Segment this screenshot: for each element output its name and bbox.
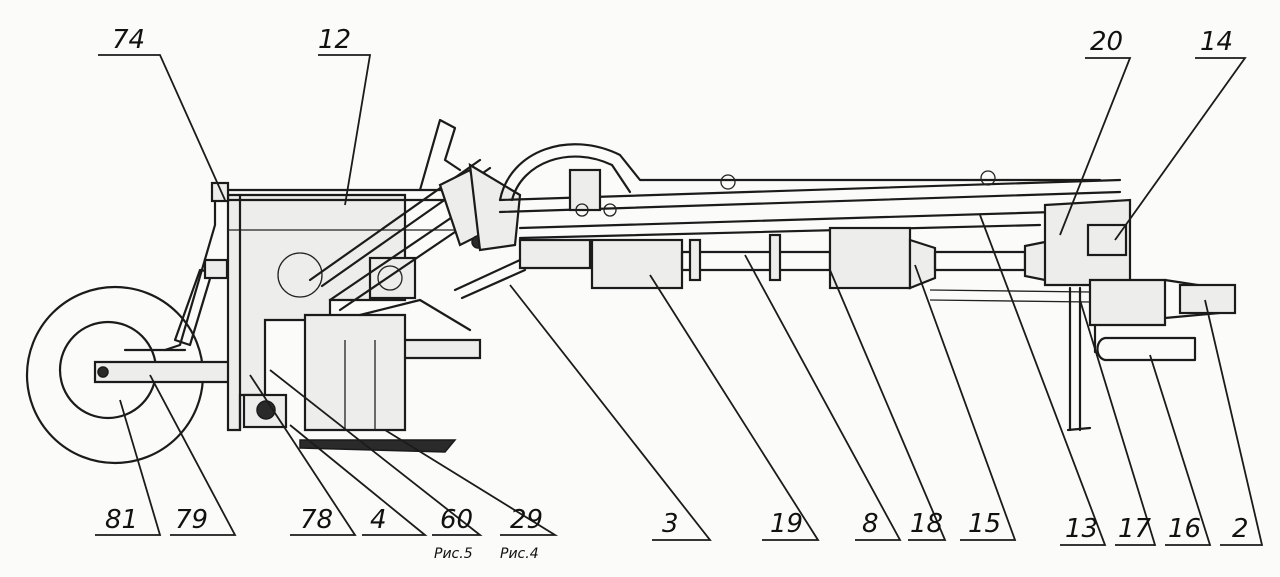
ground-wheel <box>25 285 252 465</box>
callout-29: 29 <box>510 505 543 535</box>
figure-ref-29: Рис.4 <box>500 546 539 562</box>
callout-79: 79 <box>175 505 208 535</box>
callout-14: 14 <box>1200 27 1233 57</box>
callout-81: 81 <box>105 505 138 535</box>
callout-78: 78 <box>300 505 333 535</box>
callout-15: 15 <box>968 509 1001 539</box>
callout-12: 12 <box>318 25 351 55</box>
callout-4: 4 <box>370 505 387 535</box>
callout-13: 13 <box>1065 514 1098 544</box>
hitch-assembly <box>1043 198 1237 432</box>
gearbox-18 <box>828 226 912 290</box>
wheel-axle-arm <box>93 360 252 384</box>
hitch-hook <box>1096 336 1197 362</box>
main-frame <box>453 178 1122 300</box>
callout-74: 74 <box>112 25 145 55</box>
linkage-arms <box>308 118 522 312</box>
wheel-strut <box>123 193 229 352</box>
figure-ref-60: Рис.5 <box>434 546 473 562</box>
callout-3: 3 <box>662 509 679 539</box>
disc-blade <box>299 439 457 453</box>
drive-line <box>590 226 1091 303</box>
callout-leaders <box>95 54 1264 546</box>
callout-20: 20 <box>1090 27 1123 57</box>
callout-16: 16 <box>1168 514 1201 544</box>
arched-hood <box>498 143 1102 217</box>
callout-8: 8 <box>862 509 879 539</box>
callout-18: 18 <box>910 509 943 539</box>
callout-19: 19 <box>770 509 803 539</box>
callout-60: 60 <box>440 505 473 535</box>
callout-2: 2 <box>1232 514 1249 544</box>
gearbox-19 <box>590 238 684 290</box>
callout-labels: 74 12 20 14 81 79 78 4 60 29 3 19 8 18 1… <box>105 25 1249 562</box>
working-body <box>299 298 482 453</box>
callout-17: 17 <box>1118 514 1152 544</box>
